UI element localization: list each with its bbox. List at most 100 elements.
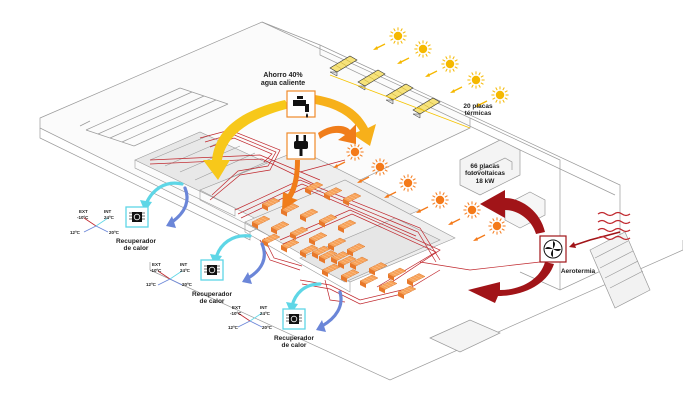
radiant-panel — [299, 208, 319, 222]
radiant-panel — [346, 243, 366, 257]
aerotermia-arrows — [468, 190, 621, 303]
sun-icon — [441, 55, 459, 73]
temperature-flow-diagram — [237, 312, 263, 328]
int-label-2: INT — [180, 262, 188, 267]
blue-return-arrow — [166, 186, 189, 228]
ext-temp-2: -10ºC — [150, 268, 162, 273]
radiant-panel — [368, 262, 388, 276]
temperature-diagrams — [83, 217, 263, 328]
ext-label-2: EXT — [152, 262, 161, 267]
heat-exchanger-icon — [125, 206, 149, 228]
int-temp-2: 24ºC — [180, 268, 190, 273]
solar-thermal-panel-icon — [412, 97, 441, 119]
radiant-panel — [323, 187, 343, 201]
thermal-line — [329, 74, 471, 129]
radiant-panel — [349, 256, 369, 270]
solar-thermal-panel-icon — [357, 69, 386, 91]
sun-icon — [467, 71, 485, 89]
sun-icon — [414, 40, 432, 58]
ray-arrow — [473, 234, 486, 241]
red-arrow-upper — [480, 190, 545, 234]
ventilation-arrows — [140, 181, 343, 332]
out-left-1: 12ºC — [70, 230, 80, 235]
solar-thermal-panel-icon — [385, 83, 414, 105]
ray-arrow — [384, 191, 397, 198]
radiant-panel — [337, 219, 357, 233]
ray-arrow — [425, 70, 438, 77]
ray-arrow — [450, 86, 463, 93]
radiant-panel — [308, 232, 328, 246]
sun-icon — [346, 143, 364, 161]
heat-exchanger-icon — [282, 308, 306, 330]
int-temp-1: 24ºC — [104, 215, 114, 220]
radiant-panel — [299, 244, 319, 258]
temperature-flow-diagram — [83, 217, 109, 233]
yellow-arrow-left — [203, 100, 290, 180]
heat-waves-icon — [597, 211, 631, 241]
cyan-supply-arrow — [140, 181, 184, 212]
radiant-panel — [337, 255, 357, 269]
orange-arrow-mid — [318, 124, 356, 144]
int-label-1: INT — [104, 209, 112, 214]
aerotermia-label: Aerotermia — [560, 268, 596, 275]
ray-arrow — [397, 57, 410, 64]
out-left-2: 12ºC — [146, 282, 156, 287]
int-label-3: INT — [260, 305, 268, 310]
radiant-panel — [330, 251, 350, 265]
blue-return-arrow — [242, 242, 266, 284]
ray-arrow — [416, 206, 429, 213]
radiant-panel — [304, 181, 324, 195]
ext-temp-1: -10ºC — [77, 215, 89, 220]
red-arrow-lower — [468, 262, 554, 303]
solar-thermal-panel-icon — [329, 55, 358, 77]
ext-label-3: EXT — [232, 305, 241, 310]
heat-exchanger-icon — [200, 259, 224, 281]
radiant-panel — [261, 197, 281, 211]
radiant-panel — [342, 192, 362, 206]
out-right-3: 20ºC — [262, 325, 272, 330]
radiant-panel — [318, 214, 338, 228]
ext-temp-3: -10ºC — [230, 311, 242, 316]
building-outline — [39, 21, 683, 381]
hot-water-arrows — [203, 95, 376, 210]
radiant-panel — [280, 203, 300, 217]
radiant-panel — [321, 263, 341, 277]
radiant-panel — [289, 226, 309, 240]
ray-arrow — [448, 218, 461, 225]
ray-arrow — [475, 100, 488, 107]
radiant-panel — [311, 245, 331, 259]
sun-icon — [389, 27, 407, 45]
radiant-panel — [251, 215, 271, 229]
ray-arrow — [333, 161, 346, 168]
sun-icon — [431, 191, 449, 209]
heat-recovery-units — [125, 206, 306, 330]
sun-icon — [491, 86, 509, 104]
radiant-panel — [406, 273, 426, 287]
radiant-panel — [318, 250, 338, 264]
faucet-icon — [286, 90, 316, 118]
out-right-1: 20ºC — [109, 230, 119, 235]
out-right-2: 20ºC — [182, 282, 192, 287]
sun-icon — [399, 174, 417, 192]
radiant-panel — [378, 280, 398, 294]
sun-icon — [488, 217, 506, 235]
temperature-flow-diagram — [157, 270, 183, 286]
sun-icon — [371, 158, 389, 176]
radiant-panel — [397, 285, 417, 299]
int-temp-3: 24ºC — [260, 311, 270, 316]
ahorro-label: Ahorro 40%agua caliente — [260, 72, 306, 88]
blue-return-arrow — [316, 290, 343, 332]
fan-icon — [539, 235, 567, 263]
sun-group — [346, 27, 509, 235]
radiant-panel — [340, 269, 360, 283]
cyan-supply-arrow — [286, 282, 322, 314]
solar-thermal-panels — [329, 55, 441, 119]
radiant-panel — [261, 233, 281, 247]
radiant-panel — [387, 267, 407, 281]
